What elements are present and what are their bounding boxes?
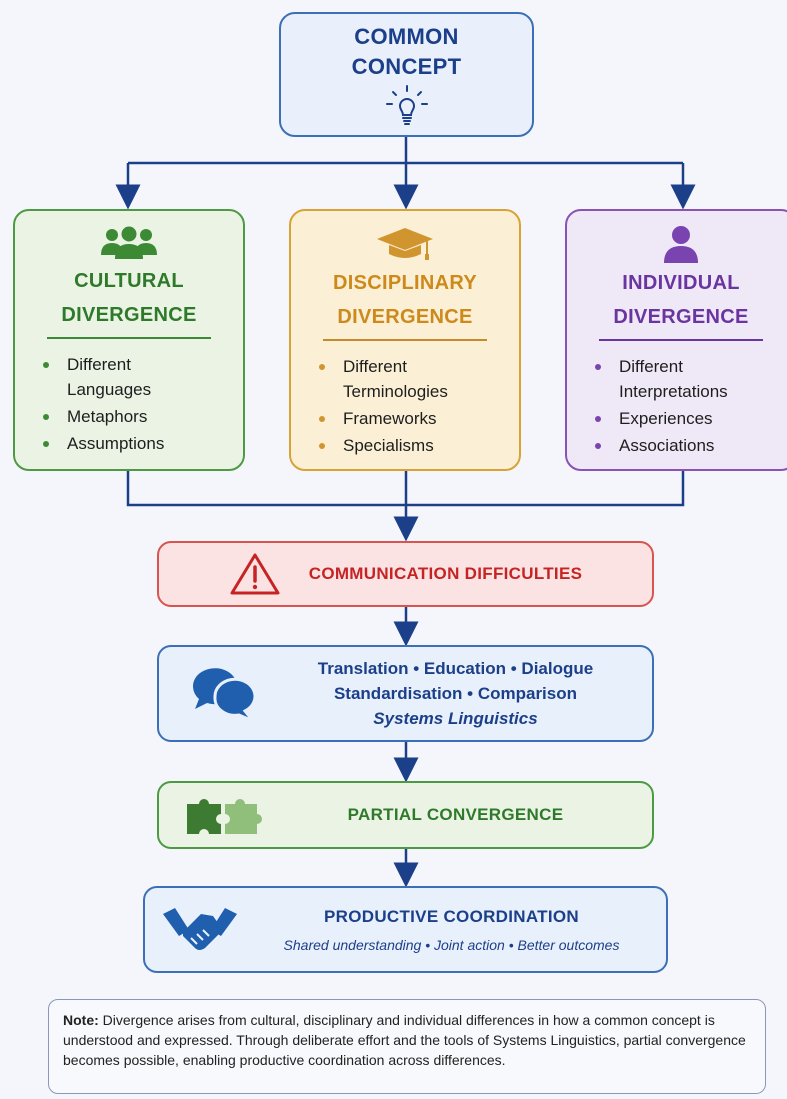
- communication-difficulties-box: COMMUNICATION DIFFICULTIES: [157, 541, 654, 607]
- individual-title-line2: DIVERGENCE: [613, 306, 749, 328]
- puzzle-pieces-icon: [187, 799, 263, 834]
- handshake-icon: [163, 908, 237, 950]
- individual-divider: [599, 339, 763, 341]
- systems-linguistics-label: Systems Linguistics: [373, 709, 538, 728]
- individual-item: Experiences: [593, 405, 787, 432]
- note-body: Divergence arises from cultural, discipl…: [63, 1012, 746, 1068]
- disciplinary-item: Frameworks: [317, 405, 519, 432]
- individual-title-line1: INDIVIDUAL: [622, 272, 740, 294]
- cultural-item: Metaphors: [41, 403, 243, 430]
- group-people-icon: [101, 226, 157, 259]
- note-text: Note: Divergence arises from cultural, d…: [63, 1010, 751, 1070]
- note-box: Note: Divergence arises from cultural, d…: [48, 999, 766, 1094]
- partial-convergence-box: PARTIAL CONVERGENCE: [157, 781, 654, 849]
- person-icon: [664, 226, 698, 263]
- productive-coordination-subtitle: Shared understanding • Joint action • Be…: [283, 936, 620, 953]
- disciplinary-divider: [323, 339, 487, 341]
- lightbulb-icon: [385, 84, 428, 125]
- cultural-divider: [47, 337, 211, 339]
- disciplinary-item: Specialisms: [317, 432, 519, 459]
- individual-divergence-box: INDIVIDUAL DIVERGENCE Different Interpre…: [565, 209, 787, 471]
- communication-difficulties-title: COMMUNICATION DIFFICULTIES: [308, 564, 583, 583]
- common-concept-title-line1: COMMON: [354, 23, 459, 49]
- warning-icon: [230, 553, 280, 595]
- cultural-item: Different: [41, 351, 243, 378]
- disciplinary-title-line2: DIVERGENCE: [337, 306, 473, 328]
- common-concept-box: COMMON CONCEPT: [279, 12, 534, 137]
- individual-item: Associations: [593, 432, 787, 459]
- cultural-item-continuation: Languages: [67, 380, 152, 399]
- partial-convergence-title: PARTIAL CONVERGENCE: [347, 805, 564, 824]
- methods-line2: Standardisation • Comparison: [333, 684, 578, 703]
- cultural-divergence-box: CULTURAL DIVERGENCE Different Languages …: [13, 209, 245, 471]
- cultural-title-line2: DIVERGENCE: [61, 304, 197, 326]
- individual-item: Different: [593, 353, 787, 380]
- disciplinary-item-continuation: Terminologies: [343, 382, 448, 401]
- common-concept-title-line2: CONCEPT: [351, 53, 462, 79]
- methods-line1: Translation • Education • Dialogue: [317, 659, 594, 678]
- note-label: Note:: [63, 1012, 99, 1028]
- disciplinary-divergence-box: DISCIPLINARY DIVERGENCE Different Termin…: [289, 209, 521, 471]
- productive-coordination-title: PRODUCTIVE COORDINATION: [324, 906, 579, 926]
- cultural-title-line1: CULTURAL: [74, 270, 184, 292]
- individual-item-continuation: Interpretations: [619, 382, 728, 401]
- disciplinary-title-line1: DISCIPLINARY: [333, 272, 477, 294]
- graduation-cap-icon: [377, 228, 433, 260]
- productive-coordination-box: PRODUCTIVE COORDINATION Shared understan…: [143, 886, 668, 973]
- methods-box: Translation • Education • Dialogue Stand…: [157, 645, 654, 742]
- cultural-item: Assumptions: [41, 430, 243, 457]
- disciplinary-item: Different: [317, 353, 519, 380]
- speech-bubbles-icon: [192, 668, 257, 723]
